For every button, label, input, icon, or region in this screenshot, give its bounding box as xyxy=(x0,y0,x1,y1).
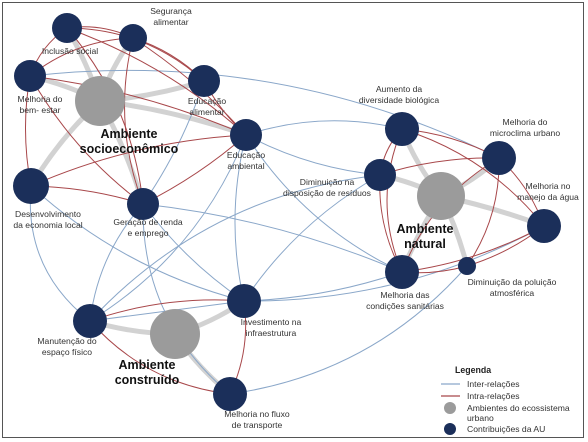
inter-relation-line xyxy=(30,185,245,302)
hub-built-label: construído xyxy=(115,373,180,387)
node-fluxo xyxy=(213,377,247,411)
node-edu_alim-label: alimentar xyxy=(189,107,224,117)
node-sanitarias xyxy=(385,255,419,289)
intra-relation-line xyxy=(401,128,545,227)
node-invest-label: infraestrutura xyxy=(246,328,297,338)
legend-contrib-label: Contribuições da AU xyxy=(467,424,545,434)
node-bemestar-label: Melhoria do xyxy=(18,94,63,104)
node-residuos-label: disposição de resíduos xyxy=(283,188,371,198)
node-sanitarias-label: Melhoria das xyxy=(380,290,429,300)
hub-natural-label: Ambiente xyxy=(397,222,454,236)
inter-relation-line xyxy=(245,134,381,176)
inter-relation-line xyxy=(142,203,403,273)
inter-relation-line xyxy=(89,174,381,322)
node-desenv xyxy=(13,168,49,204)
node-edu_amb xyxy=(230,119,262,151)
legend-ambientes-label-2: urbano xyxy=(467,413,494,423)
hub-socio-label: Ambiente xyxy=(101,127,158,141)
node-fluxo-label: de transporte xyxy=(232,420,283,430)
node-renda xyxy=(127,188,159,220)
intra-relation-line xyxy=(386,128,403,273)
intra-relation-line xyxy=(29,75,247,136)
node-seguranca xyxy=(119,24,147,52)
hub-built xyxy=(150,309,200,359)
node-seguranca-label: Segurança xyxy=(150,6,192,16)
node-seguranca-label: alimentar xyxy=(153,17,188,27)
inter-relation-line xyxy=(245,134,403,273)
inter-relation-line xyxy=(89,134,247,322)
node-desenv-label: da economia local xyxy=(13,220,82,230)
node-poluicao xyxy=(458,257,476,275)
node-fluxo-label: Melhoria no fluxo xyxy=(224,409,290,419)
intra-relation-line xyxy=(66,27,247,136)
ecosystem-hubs xyxy=(75,76,465,359)
inter-relation-line xyxy=(234,134,247,302)
legend-intra-label: Intra-relações xyxy=(467,391,520,401)
node-poluicao-label: atmosférica xyxy=(490,288,535,298)
contribution-nodes xyxy=(13,13,561,411)
node-agua-label: Melhoria no xyxy=(526,181,571,191)
node-labels: AmbientesocioeconômicoAmbientenaturalAmb… xyxy=(13,6,579,430)
legend-node-swatch xyxy=(444,423,456,435)
legend-inter-label: Inter-relações xyxy=(467,379,520,389)
node-manutencao xyxy=(73,304,107,338)
node-edu_alim xyxy=(188,65,220,97)
node-manutencao-label: espaço físico xyxy=(42,347,92,357)
node-agua xyxy=(527,209,561,243)
legend: Legenda Inter-relações Intra-relações Am… xyxy=(441,365,570,435)
hub-built-label: Ambiente xyxy=(119,358,176,372)
node-sanitarias-label: condições sanitárias xyxy=(366,301,444,311)
intra-relation-line xyxy=(89,320,231,395)
hub-socio-label: socioeconômico xyxy=(80,142,179,156)
inter-relation-line xyxy=(229,265,468,395)
node-inclusao xyxy=(52,13,82,43)
hub-socio xyxy=(75,76,125,126)
node-edu_amb-label: Educação xyxy=(227,150,265,160)
node-edu_alim-label: Educação xyxy=(188,96,226,106)
node-residuos-label: Diminuição na xyxy=(300,177,355,187)
node-renda-label: Geração de renda xyxy=(113,217,182,227)
hub-natural-label: natural xyxy=(404,237,446,251)
node-edu_amb-label: ambiental xyxy=(227,161,264,171)
intra-relation-line xyxy=(89,299,245,322)
legend-ambientes-label-1: Ambientes do ecossistema xyxy=(467,403,570,413)
hub-natural xyxy=(417,172,465,220)
node-microclima-label: microclima urbano xyxy=(490,128,560,138)
inter-relation-line xyxy=(243,271,403,302)
node-invest-label: Investimento na xyxy=(241,317,302,327)
diagram-frame xyxy=(2,2,584,438)
node-desenv-label: Desenvolvimento xyxy=(15,209,81,219)
node-manutencao-label: Manutenção do xyxy=(37,336,96,346)
node-microclima-label: Melhoria do xyxy=(503,117,548,127)
node-biodiv-label: diversidade biológica xyxy=(359,95,439,105)
inter-relation-line xyxy=(245,120,403,136)
inter-relation-line xyxy=(29,69,500,159)
intra-relation-line xyxy=(30,134,247,187)
node-bemestar xyxy=(14,60,46,92)
node-poluicao-label: Diminuição da poluição xyxy=(468,277,557,287)
inter-relation-line xyxy=(243,174,381,302)
node-bemestar-label: bem- estar xyxy=(19,105,60,115)
inter-relation-line xyxy=(142,203,231,395)
node-biodiv-label: Aumento da xyxy=(376,84,423,94)
node-microclima xyxy=(482,141,516,175)
node-renda-label: e emprego xyxy=(127,228,168,238)
intra-relation-line xyxy=(124,37,144,205)
node-inclusao-label: Inclusão social xyxy=(42,46,98,56)
intra-relation-line xyxy=(401,225,545,273)
inter-relation-line xyxy=(29,185,91,322)
legend-title: Legenda xyxy=(455,365,491,375)
node-agua-label: manejo da água xyxy=(517,192,579,202)
legend-hub-swatch xyxy=(444,402,456,414)
node-invest xyxy=(227,284,261,318)
node-biodiv xyxy=(385,112,419,146)
intra-relation-line xyxy=(29,75,144,205)
node-residuos xyxy=(364,159,396,191)
